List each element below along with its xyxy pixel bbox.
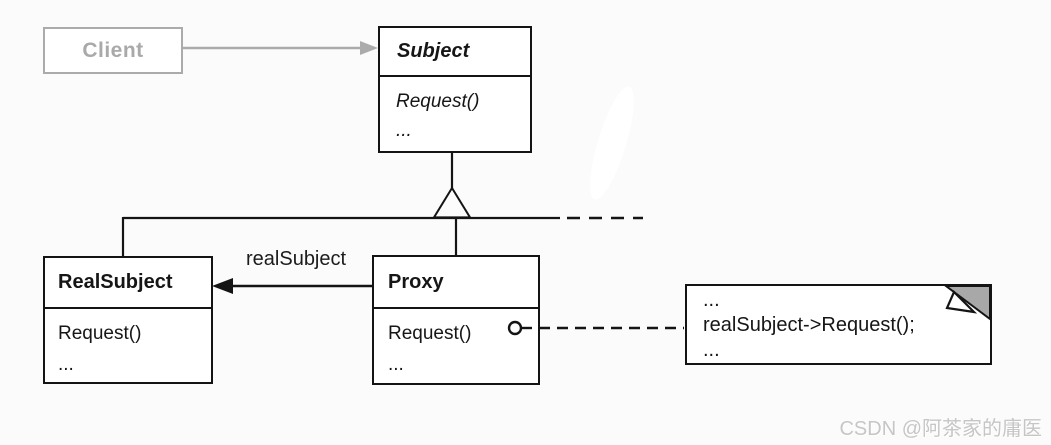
ellipsis-label: ... [388, 354, 404, 375]
method-label: Request() [396, 91, 480, 112]
method-label: Request() [388, 323, 472, 344]
class-box-proxy[interactable]: Proxy Request() ... [372, 255, 540, 385]
note-line: realSubject->Request(); [703, 314, 915, 336]
method-label: Request() [58, 323, 142, 344]
class-box-realsubject[interactable]: RealSubject Request() ... [43, 256, 213, 384]
note-line: ... [703, 289, 720, 311]
generalization-triangle-icon [432, 186, 472, 219]
class-methods-realsubject: Request() ... [45, 309, 211, 380]
association-label-realsubject: realSubject [246, 248, 347, 270]
proxy-realsubject-arrowhead-icon [212, 278, 233, 294]
class-box-client[interactable]: Client [43, 27, 183, 74]
class-methods-proxy: Request() ... [374, 309, 538, 380]
note-box[interactable]: ... realSubject->Request(); ... [685, 284, 992, 365]
ellipsis-label: ... [396, 120, 412, 141]
class-methods-subject: Request() ... [380, 77, 530, 145]
white-streak-artifact [581, 82, 643, 204]
client-subject-arrowhead-icon [360, 41, 378, 55]
note-line: ... [703, 339, 720, 361]
watermark: CSDN @阿茶家的庸医 [839, 418, 1042, 440]
class-name-proxy: Proxy [374, 257, 538, 309]
class-box-subject[interactable]: Subject Request() ... [378, 26, 532, 153]
class-name-subject: Subject [380, 28, 530, 77]
class-name-realsubject: RealSubject [45, 258, 211, 309]
ellipsis-label: ... [58, 354, 74, 375]
class-name-client: Client [82, 38, 144, 62]
